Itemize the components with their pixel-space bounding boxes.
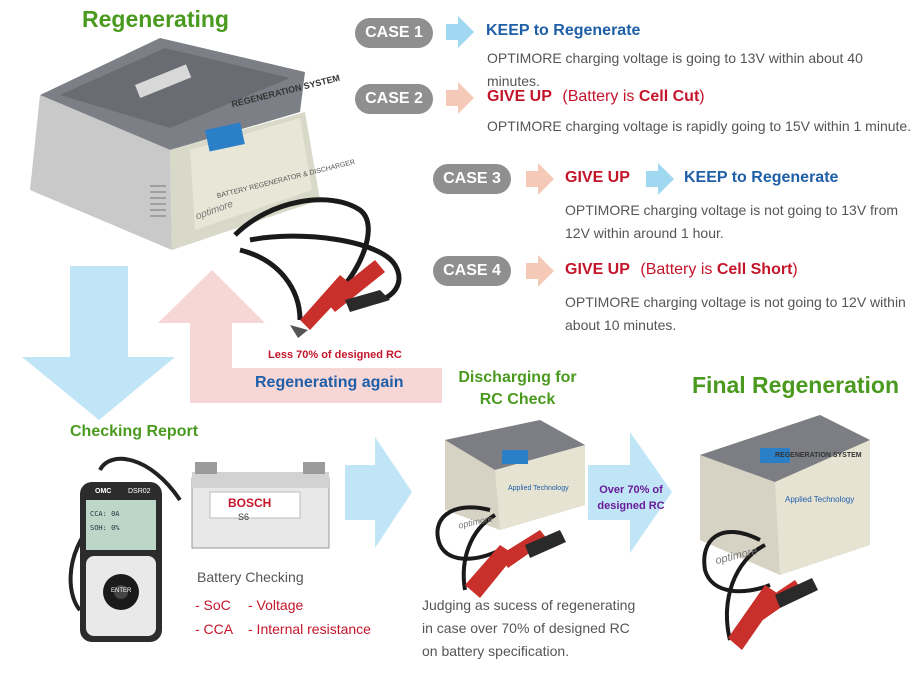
- battery-brand: BOSCH: [228, 496, 272, 510]
- case4-note-post: ): [792, 261, 798, 278]
- case4-note-strong: Cell Short: [716, 261, 793, 278]
- case2-note-strong: Cell Cut: [638, 88, 700, 105]
- down-arrow: [22, 266, 175, 420]
- tester-enter-key: ENTER: [111, 588, 132, 594]
- battery: [191, 462, 330, 549]
- device-tag-middle: Applied Technology: [508, 485, 569, 492]
- judging-line2: in case over 70% of designed RC: [422, 620, 630, 636]
- case4-desc-line1: OPTIMORE charging voltage is not going t…: [565, 294, 906, 310]
- case1-arrow: [446, 16, 474, 48]
- judging-line1: Judging as sucess of regenerating: [422, 597, 636, 613]
- case3-desc-line1: OPTIMORE charging voltage is not going t…: [565, 202, 899, 218]
- tester-screen-line2: SOH: 0%: [90, 524, 120, 532]
- clamps-large: [233, 197, 402, 338]
- clamps-middle: [435, 505, 566, 598]
- battery-tester: [68, 456, 182, 642]
- case3-arrow1: [526, 163, 554, 195]
- case4-result: GIVE UP: [565, 261, 630, 278]
- check-item-soc: - SoC: [195, 597, 231, 613]
- case4-desc-line2: about 10 minutes.: [565, 317, 677, 333]
- to-final-arrow: [588, 432, 672, 553]
- case4-arrow: [526, 255, 554, 287]
- tester-model: DSR02: [128, 488, 151, 495]
- over70-line2: designed RC: [597, 500, 665, 512]
- case3-desc: OPTIMORE charging voltage is not going t…: [565, 199, 898, 245]
- case3-result2: KEEP to Regenerate: [684, 169, 839, 186]
- case4-note-pre: (Battery is: [640, 261, 717, 278]
- regenerator-device-large: [30, 38, 320, 250]
- title-checking-report: Checking Report: [70, 423, 199, 440]
- case1-result: KEEP to Regenerate: [486, 22, 641, 39]
- case4-result-row: GIVE UP (Battery is Cell Short): [565, 261, 798, 279]
- title-discharging-line1: Discharging for: [458, 369, 577, 386]
- case2-result: GIVE UP: [487, 88, 552, 105]
- check-item-voltage: - Voltage: [248, 597, 304, 613]
- judging-text: Judging as sucess of regenerating in cas…: [422, 594, 635, 663]
- case2-note-pre: (Battery is: [562, 88, 639, 105]
- case1-pill: CASE 1: [355, 18, 433, 48]
- battery-code: S6: [238, 512, 250, 522]
- case2-arrow: [446, 82, 474, 114]
- case4-pill: CASE 4: [433, 256, 511, 286]
- check-item-cca: - CCA: [195, 621, 234, 637]
- case2-result-row: GIVE UP (Battery is Cell Cut): [487, 88, 705, 106]
- regenerating-again-label: Regenerating again: [255, 374, 404, 391]
- regenerating-again-arrow: [158, 270, 442, 403]
- battery-checking-heading: Battery Checking: [197, 569, 304, 585]
- case1-desc: OPTIMORE charging voltage is going to 13…: [487, 50, 863, 89]
- device-tag-final: Applied Technology: [785, 495, 855, 504]
- case3-pill: CASE 3: [433, 164, 511, 194]
- tester-screen-line1: CCA: 0A: [90, 510, 120, 518]
- case2-note-post: ): [699, 88, 705, 105]
- tester-brand: OMC: [95, 488, 112, 495]
- check-item-internal-resistance: - Internal resistance: [248, 621, 371, 637]
- title-regenerating: Regenerating: [82, 6, 229, 32]
- case2-desc: OPTIMORE charging voltage is rapidly goi…: [487, 118, 912, 134]
- regenerator-device-middle: [445, 420, 585, 530]
- title-final-regeneration: Final Regeneration: [692, 372, 900, 398]
- over70-line1: Over 70% of: [599, 484, 663, 496]
- less70-label: Less 70% of designed RC: [268, 349, 402, 361]
- judging-line3: on battery specification.: [422, 643, 570, 659]
- title-discharging: Discharging for RC Check: [445, 367, 590, 411]
- case4-desc: OPTIMORE charging voltage is not going t…: [565, 291, 906, 337]
- case3-arrow2: [646, 163, 674, 195]
- case3-desc-line2: 12V within around 1 hour.: [565, 225, 724, 241]
- device-system-final: REGENERATION SYSTEM: [775, 452, 862, 459]
- over70-label: Over 70% of designed RC: [594, 482, 668, 514]
- clamps-final: [702, 529, 818, 650]
- title-discharging-line2: RC Check: [479, 391, 556, 408]
- case3-result: GIVE UP: [565, 169, 630, 186]
- case2-pill: CASE 2: [355, 84, 433, 114]
- to-discharging-arrow: [345, 437, 412, 548]
